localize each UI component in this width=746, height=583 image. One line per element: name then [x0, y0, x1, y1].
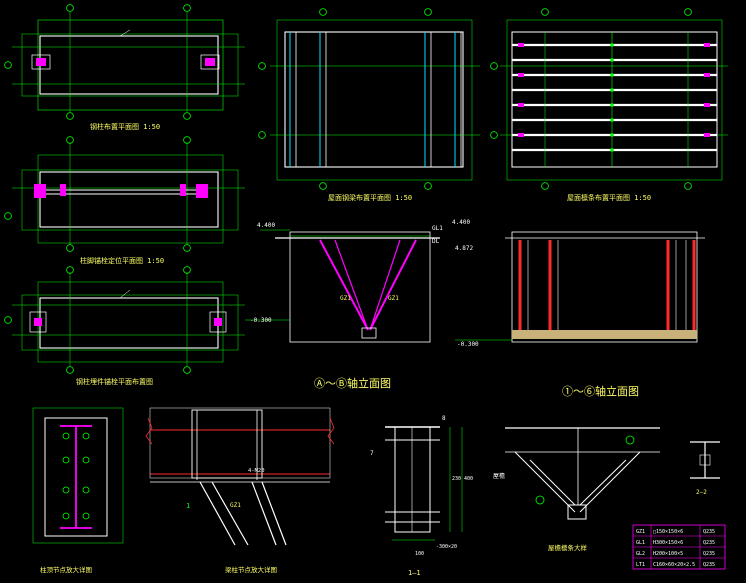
table-r3-c0: LT1: [636, 562, 645, 568]
plan-purlin: 屋面檩条布置平面图 1:50: [490, 8, 728, 202]
title-elev-16: ①～⑥轴立面图: [562, 384, 639, 398]
table-r1-c1: H300×150×6: [653, 540, 683, 546]
title-elev-ab: Ⓐ～Ⓑ轴立面图: [314, 376, 391, 390]
table-r2-c1: H200×100×5: [653, 551, 683, 557]
dim-230: 230: [452, 476, 461, 482]
plan-column-layout: 钢柱布置平面图 1:50: [4, 4, 245, 131]
table-r2-c0: GL2: [636, 551, 645, 557]
label-dl: DL: [432, 238, 440, 245]
weld-7: 7: [370, 450, 374, 457]
elevation-a-b: 4.400 -0.300 GZ1 GZ1 GL1 DL Ⓐ～Ⓑ轴立面图: [245, 222, 443, 390]
detail-beam-column: GZ1 4-M20 1 梁柱节点放大详图: [145, 407, 335, 574]
elev-16-mid: 4.872: [455, 245, 473, 252]
title-roof-plan: 屋面钢梁布置平面图 1:50: [328, 193, 412, 202]
plan-embed-layout: 钢柱埋件锚栓平面布置图: [4, 266, 245, 386]
label-bolts: 4-M20: [248, 468, 265, 474]
title-brace: 屋檐檩条大样: [548, 543, 588, 552]
title-section-22: 2—2: [696, 489, 707, 496]
elev-ab-top: 4.400: [257, 222, 275, 229]
table-r1-c0: GL1: [636, 540, 645, 546]
elevation-1-6: 4.400 4.872 -0.300 ①～⑥轴立面图: [452, 219, 705, 398]
label-gz1-b: GZ1: [388, 295, 399, 302]
plate-note: -300×20: [436, 544, 457, 550]
table-r3-c1: C160×60×20×2.5: [653, 562, 695, 568]
table-r3-c2: Q235: [703, 562, 715, 568]
elev-ab-bot: -0.300: [250, 317, 272, 324]
table-r0-c1: □150×150×6: [653, 529, 683, 535]
section-1-1: 230 400 100 7 8 -300×20 1—1: [370, 415, 473, 577]
title-plan2: 柱脚锚栓定位平面图 1:50: [80, 256, 164, 265]
weld-8: 8: [442, 415, 446, 422]
label-cut-1: 1: [186, 502, 190, 510]
label-gz1-a: GZ1: [340, 295, 351, 302]
label-brace: 屋檐: [493, 472, 505, 480]
elev-16-bot: -0.300: [457, 341, 479, 348]
label-gl1: GL1: [432, 225, 443, 232]
elev-16-top: 4.400: [452, 219, 470, 226]
detail-brace: 屋檐 屋檐檩条大样: [493, 427, 660, 552]
title-plan3: 钢柱埋件锚栓平面布置图: [76, 377, 153, 386]
label-gz1-joint: GZ1: [230, 502, 241, 509]
section-2-2: 2—2: [690, 441, 720, 496]
table-r0-c2: Q235: [703, 529, 715, 535]
title-section-11: 1—1: [408, 569, 421, 577]
dim-100: 100: [415, 551, 424, 557]
title-plan1: 钢柱布置平面图 1:50: [90, 122, 160, 131]
plan-roof-beam: 屋面钢梁布置平面图 1:50: [258, 8, 480, 202]
title-purlin-plan: 屋面檩条布置平面图 1:50: [567, 193, 651, 202]
table-r1-c2: Q235: [703, 540, 715, 546]
detail-column-top: 柱顶节点放大详图: [32, 407, 124, 574]
title-col-top: 柱顶节点放大详图: [40, 565, 92, 574]
dim-400: 400: [464, 476, 473, 482]
table-r0-c0: GZ1: [636, 529, 645, 535]
title-beam-col: 梁柱节点放大详图: [225, 565, 277, 574]
plan-anchor-layout: 柱脚锚栓定位平面图 1:50: [4, 136, 245, 265]
material-table: GZ1 □150×150×6 Q235 GL1 H300×150×6 Q235 …: [632, 524, 726, 570]
table-r2-c2: Q235: [703, 551, 715, 557]
